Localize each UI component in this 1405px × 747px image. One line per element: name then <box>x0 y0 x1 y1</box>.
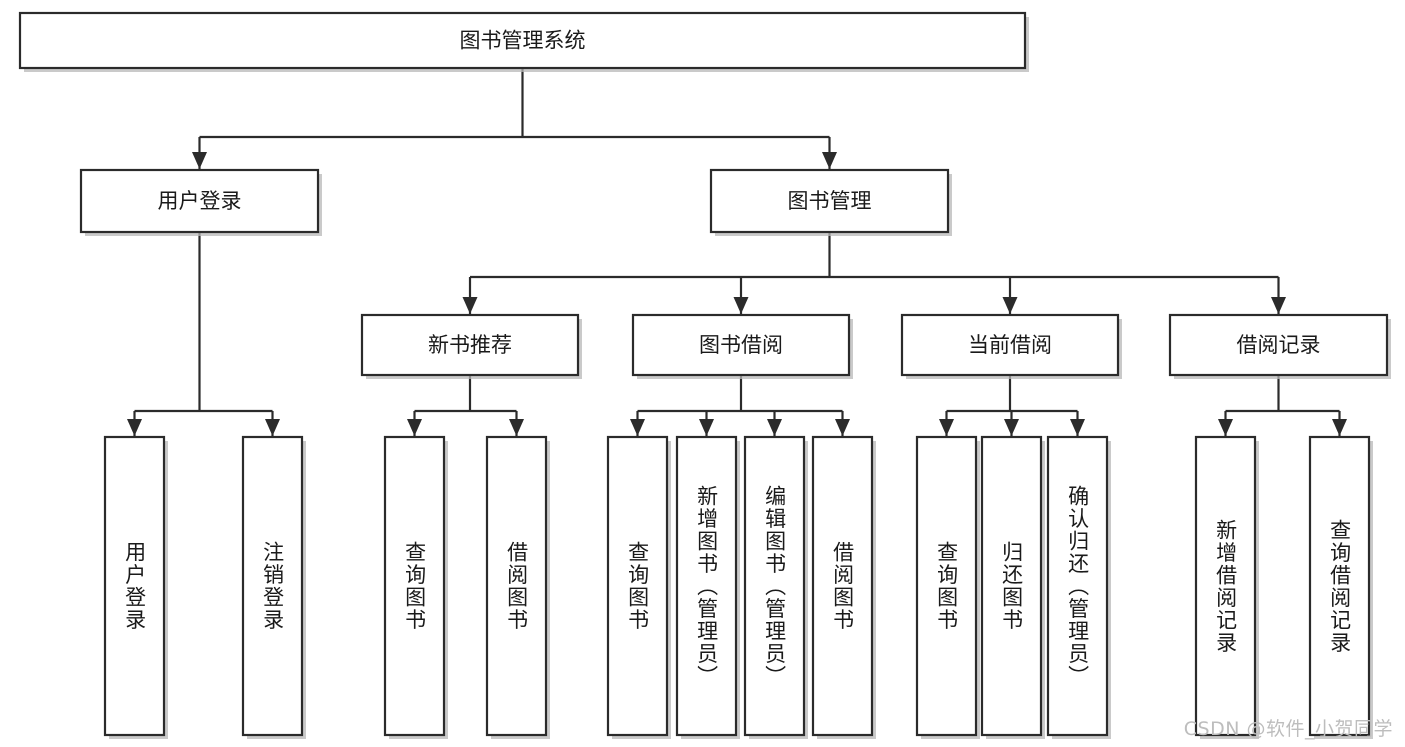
arrow-head-icon <box>509 419 524 436</box>
arrow-head-icon <box>1004 419 1019 436</box>
edges-layer <box>127 68 1347 436</box>
arrow-head-icon <box>822 152 837 169</box>
level2-node-label-0: 用户登录 <box>158 189 242 213</box>
arrow-head-icon <box>939 419 954 436</box>
arrow-head-icon <box>1002 297 1018 314</box>
arrow-head-icon <box>630 419 645 436</box>
root-node-label: 图书管理系统 <box>460 29 586 53</box>
level3-node-box-0 <box>360 313 580 377</box>
level2-node-box-1 <box>709 168 950 234</box>
level2-node-box-0 <box>79 168 320 234</box>
leaf-node-box-7 <box>811 435 874 737</box>
leaf-node-box-4 <box>606 435 669 737</box>
level3-node-label-3: 借阅记录 <box>1237 333 1321 357</box>
leaf-node-box-8 <box>915 435 978 737</box>
arrow-head-icon <box>835 419 850 436</box>
arrow-head-icon <box>699 419 714 436</box>
arrow-head-icon <box>1332 419 1347 436</box>
level3-node-label-0: 新书推荐 <box>428 333 512 357</box>
arrow-head-icon <box>1271 297 1286 314</box>
leaf-node-box-3 <box>485 435 548 737</box>
arrow-head-icon <box>407 419 422 436</box>
level2-node-label-1: 图书管理 <box>788 189 872 213</box>
arrow-head-icon <box>767 419 782 436</box>
level3-node-label-1: 图书借阅 <box>699 333 783 357</box>
leaf-node-box-9 <box>980 435 1043 737</box>
arrow-head-icon <box>265 419 280 436</box>
arrow-head-icon <box>733 297 749 314</box>
root-node-box <box>18 11 1027 70</box>
arrow-head-icon <box>127 419 142 436</box>
csdn-watermark: CSDN @软件_小贺同学 <box>1183 718 1393 740</box>
arrow-head-icon <box>1218 419 1233 436</box>
arrow-head-icon <box>462 297 478 314</box>
level3-node-box-2 <box>900 313 1120 377</box>
leaf-node-box-11 <box>1194 435 1257 737</box>
leaf-node-box-12 <box>1308 435 1371 737</box>
arrow-head-icon <box>1070 419 1085 436</box>
level3-node-label-2: 当前借阅 <box>968 333 1052 357</box>
arrow-head-icon <box>192 152 207 169</box>
level3-node-box-3 <box>1168 313 1389 377</box>
leaf-node-box-2 <box>383 435 446 737</box>
leaf-node-box-1 <box>241 435 304 737</box>
leaf-node-box-10 <box>1046 435 1109 737</box>
leaf-node-box-0 <box>103 435 166 737</box>
level3-node-box-1 <box>631 313 851 377</box>
leaf-node-box-6 <box>743 435 806 737</box>
boxes-layer <box>18 11 1391 739</box>
leaf-node-box-5 <box>675 435 738 737</box>
